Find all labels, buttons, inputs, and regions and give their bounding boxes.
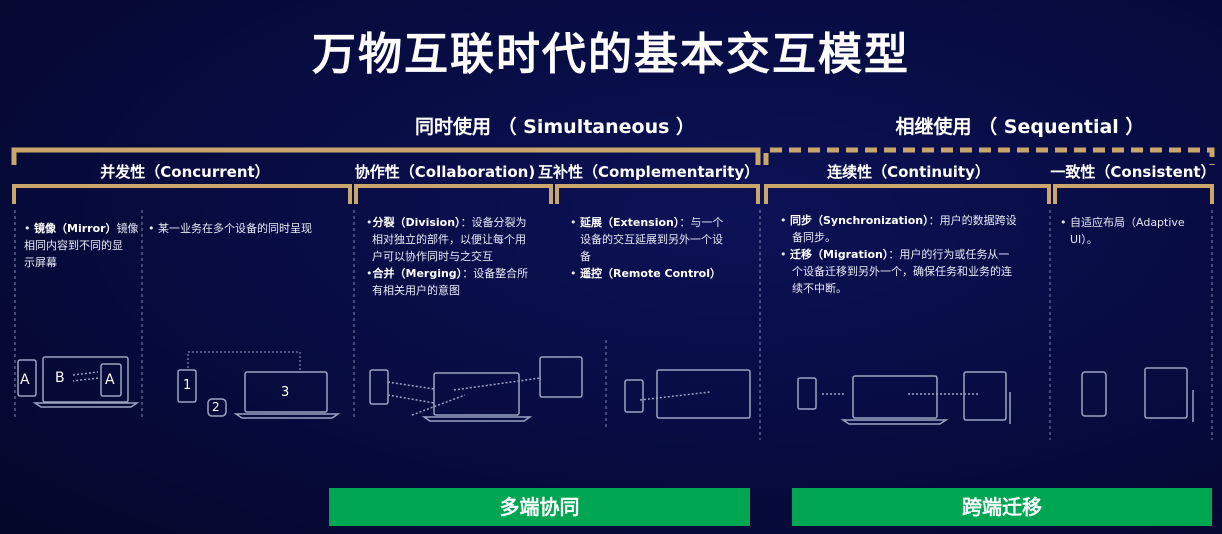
term-migration: 迁移（Migration） <box>790 248 889 261</box>
bracket-continuity <box>764 184 1051 204</box>
category-continuity: 连续性（Continuity） <box>827 163 990 181</box>
desc-mirror: • 镜像（Mirror）镜像 相同内容到不同的显 示屏幕 <box>24 222 139 269</box>
concurrent-illustration <box>177 351 341 419</box>
label-1: 1 <box>183 378 192 393</box>
label-2: 2 <box>212 400 220 414</box>
term-mirror: 镜像（Mirror） <box>34 222 117 235</box>
collaboration-illustration <box>369 356 583 422</box>
page-title: 万物互联时代的基本交互模型 <box>312 29 910 80</box>
term-merging: 合并（Merging） <box>372 267 463 280</box>
continuity-illustration <box>797 371 1011 425</box>
label-a-left: A <box>20 372 30 388</box>
label-3: 3 <box>281 385 290 400</box>
cross-device-migration-button[interactable]: 跨端迁移 <box>792 488 1212 526</box>
category-complementarity: 互补性（Complementarity） <box>538 163 760 181</box>
category-concurrent: 并发性（Concurrent） <box>100 163 270 181</box>
desc-continuity: • 同步（Synchronization）：用户的数据跨设 备同步。 • 迁移（… <box>780 214 1017 295</box>
group-label-simultaneous: 同时使用 （ Simultaneous ） <box>414 116 696 138</box>
desc-complementarity: • 延展（Extension）：与一个 设备的交互延展到另外一个设 备 • 遥控… <box>570 216 724 280</box>
complementarity-illustration <box>624 369 751 419</box>
bracket-sequential <box>763 147 1215 165</box>
desc-collaboration: •分裂（Division）：设备分裂为 相对独立的部件，以便让每个用 户可以协作… <box>366 216 529 297</box>
label-a-right: A <box>105 372 115 388</box>
bracket-consistent <box>1053 184 1214 204</box>
term-synchronization: 同步（Synchronization） <box>790 214 929 227</box>
label-b: B <box>55 370 65 386</box>
term-remote-control: 遥控（Remote Control） <box>580 267 721 280</box>
category-collaboration: 协作性（Collaboration) <box>354 163 536 181</box>
bracket-simultaneous <box>11 147 761 165</box>
consistent-illustration <box>1081 367 1194 422</box>
mirror-illustration <box>17 356 140 408</box>
group-label-sequential: 相继使用 （ Sequential ） <box>895 116 1145 138</box>
multi-device-collab-button[interactable]: 多端协同 <box>329 488 750 526</box>
desc-concurrent: • 某一业务在多个设备的同时呈现 <box>148 222 312 235</box>
bracket-concurrent <box>12 184 352 204</box>
category-consistent: 一致性（Consistent） <box>1050 163 1216 181</box>
bracket-complementarity <box>555 184 760 204</box>
bracket-collaboration <box>354 184 553 204</box>
term-extension: 延展（Extension） <box>580 216 680 229</box>
term-division: 分裂（Division） <box>372 216 461 229</box>
desc-consistent: • 自适应布局（Adaptive UI）。 <box>1060 216 1185 246</box>
